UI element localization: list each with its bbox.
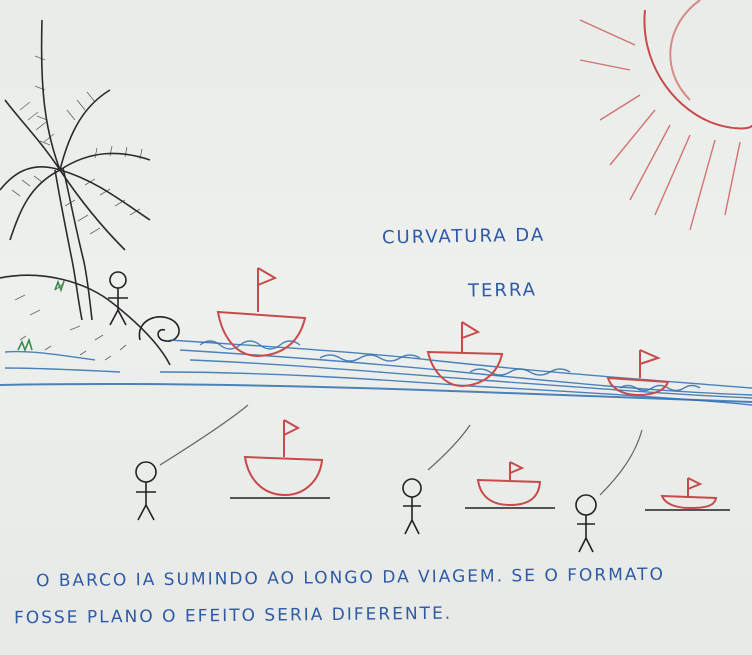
person-icon xyxy=(575,494,597,553)
boat-icon xyxy=(216,267,307,358)
boat-icon xyxy=(645,477,730,511)
person-icon xyxy=(402,478,422,535)
wave-curl xyxy=(138,316,180,342)
boat-icon xyxy=(230,419,330,499)
person-icon xyxy=(135,461,157,521)
boat-icon xyxy=(606,349,670,397)
palm-tree-icon xyxy=(0,19,151,321)
sun-icon xyxy=(579,0,752,231)
boat-icon xyxy=(426,321,504,388)
person-icon xyxy=(108,271,128,326)
boat-icon xyxy=(465,461,555,509)
title-line-2: TERRA xyxy=(467,279,538,302)
island xyxy=(0,274,171,366)
sight-line xyxy=(159,404,643,496)
title-line-1: CURVATURA DA xyxy=(381,224,546,249)
